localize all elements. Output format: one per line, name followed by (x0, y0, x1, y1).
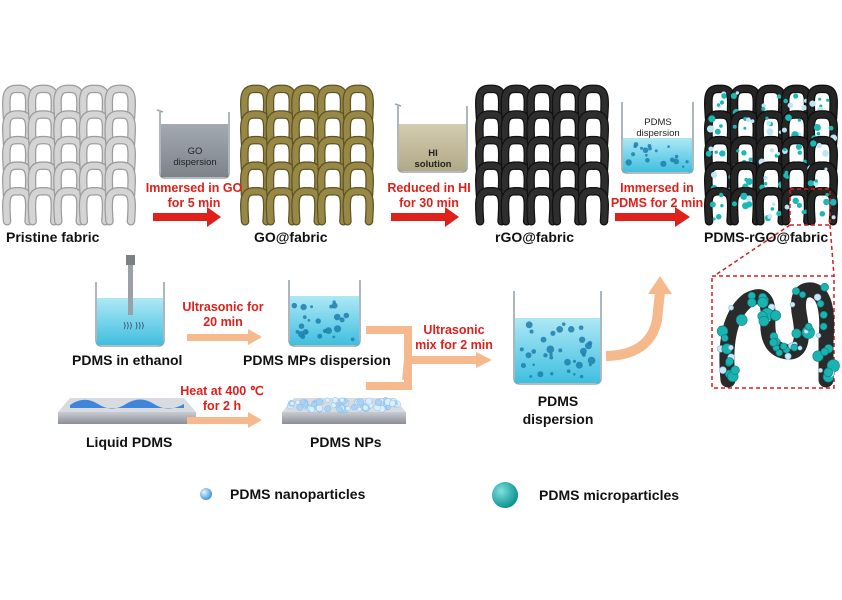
liquid-pdms-tray (58, 398, 196, 424)
beaker-hi-text: HI solution (400, 148, 466, 170)
ultrasonic-line2: 20 min (203, 315, 243, 329)
step3-line1: Immersed in (620, 181, 694, 195)
step1-line1: Immersed in GO (145, 181, 243, 195)
ultrasonic-caption: Ultrasonic for 20 min (170, 300, 276, 330)
go-dispersion-beaker (156, 109, 230, 179)
pdms-dispersion-beaker (513, 291, 602, 385)
pristine-fabric-label: Pristine fabric (6, 229, 100, 245)
pdms-dispersion-label: PDMS dispersion (510, 392, 606, 428)
step2-line1: Reduced in HI (387, 181, 471, 195)
liquid-pdms-label: Liquid PDMS (86, 434, 173, 450)
heat-line2: for 2 h (202, 399, 242, 413)
heat-caption: Heat at 400 ℃ for 2 h (166, 384, 278, 414)
red-arrow-1 (153, 207, 221, 227)
zoom-inset (711, 188, 840, 389)
svg-text:))) ))): ))) ))) (123, 321, 144, 330)
mix-line2: mix for 2 min (415, 338, 493, 352)
beaker-go-line2: dispersion (173, 157, 217, 168)
pdms-ethanol-beaker: ))) ))) (95, 255, 165, 347)
orange-arrow-ultrasonic (187, 329, 262, 345)
pdms-dispersion-line2: dispersion (522, 411, 594, 427)
go-fabric-image (240, 84, 374, 226)
legend-nanoparticles-label: PDMS nanoparticles (230, 486, 366, 502)
pdms-dispersion-beaker-small (621, 102, 694, 174)
hi-solution-beaker (394, 103, 468, 173)
step3-caption: Immersed in PDMS for 2 min (604, 181, 710, 211)
pdms-ethanol-label: PDMS in ethanol (72, 352, 183, 368)
beaker-pdms-line1: PDMS (644, 117, 672, 128)
beaker-hi-line1: HI (428, 148, 438, 159)
step3-line2: PDMS for 2 min (610, 196, 704, 210)
beaker-pdms-text: PDMS dispersion (624, 117, 692, 139)
nanoparticle-legend-icon (200, 488, 212, 500)
pristine-fabric-image (2, 84, 136, 226)
pdms-mps-label: PDMS MPs dispersion (243, 352, 391, 368)
go-fabric-label: GO@fabric (254, 229, 328, 245)
red-arrow-3 (615, 207, 690, 227)
microparticle-legend-icon (492, 482, 518, 508)
pdms-rgo-fabric-label: PDMS-rGO@fabric (704, 229, 829, 245)
beaker-pdms-line2: dispersion (636, 128, 680, 139)
rgo-fabric-label: rGO@fabric (495, 229, 575, 245)
beaker-hi-line2: solution (414, 159, 452, 170)
orange-arrow-heat (187, 412, 262, 428)
step2-caption: Reduced in HI for 30 min (376, 181, 482, 211)
rgo-fabric-image (475, 84, 609, 226)
step1-caption: Immersed in GO for 5 min (138, 181, 250, 211)
orange-merge-connector (366, 326, 492, 390)
ultrasonic-line1: Ultrasonic for (182, 300, 264, 314)
legend-microparticles-label: PDMS microparticles (539, 487, 680, 503)
mix-caption: Ultrasonic mix for 2 min (412, 323, 496, 353)
heat-line1: Heat at 400 ℃ (180, 384, 264, 398)
beaker-go-text: GO dispersion (162, 146, 228, 168)
pdms-dispersion-line1: PDMS (537, 393, 579, 409)
pdms-nps-label: PDMS NPs (310, 434, 382, 450)
mix-line1: Ultrasonic (423, 323, 485, 337)
pdms-rgo-fabric-image (704, 84, 838, 226)
pdms-mps-beaker (288, 280, 361, 347)
pdms-nps-tray (282, 396, 406, 424)
red-arrow-2 (391, 207, 459, 227)
step1-line2: for 5 min (167, 196, 221, 210)
beaker-go-line1: GO (187, 146, 203, 157)
orange-curved-arrow (605, 276, 672, 361)
step2-line2: for 30 min (399, 196, 459, 210)
